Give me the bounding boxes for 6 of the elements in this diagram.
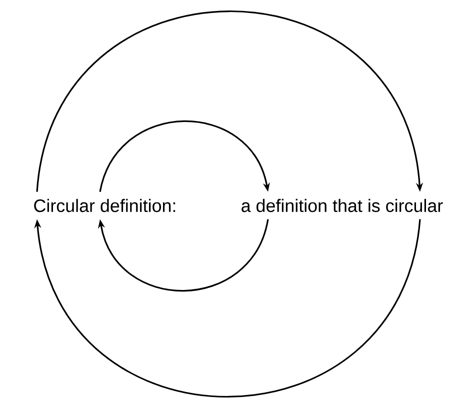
curved-arrow — [98, 218, 269, 292]
curved-arrow — [99, 120, 270, 192]
definition-text: a definition that is circular — [242, 198, 443, 212]
curved-arrow — [34, 219, 421, 398]
definition-text: Circular definition: — [34, 198, 176, 212]
curved-arrow — [36, 10, 424, 192]
